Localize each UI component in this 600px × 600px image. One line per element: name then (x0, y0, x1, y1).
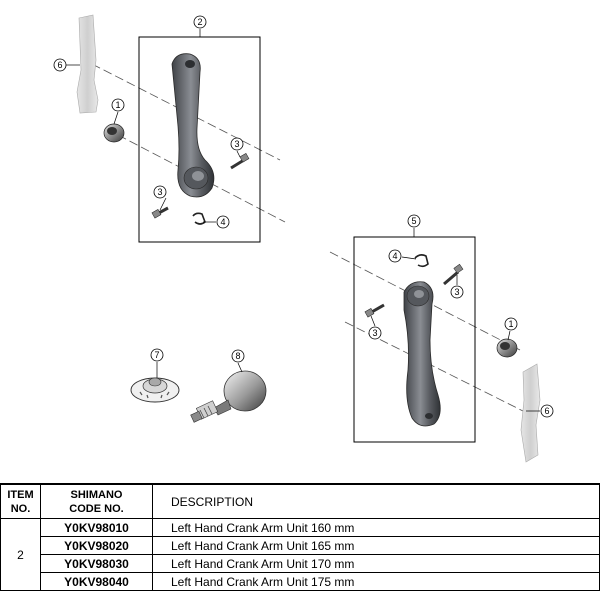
callout-3-c: 3 (450, 285, 464, 299)
description-cell: Left Hand Crank Arm Unit 160 mm (152, 518, 600, 537)
safety-clip-top (192, 212, 206, 225)
svg-text:6: 6 (544, 406, 549, 416)
pinch-bolt-d (364, 303, 385, 318)
callout-3-d: 3 (368, 326, 382, 340)
description-cell: Left Hand Crank Arm Unit 175 mm (152, 572, 600, 591)
description-cell: Left Hand Crank Arm Unit 170 mm (152, 554, 600, 573)
item-number: 2 (0, 518, 41, 591)
crank-arm-bottom (403, 281, 441, 427)
code-cell: Y0KV98010 (40, 518, 153, 537)
callout-1-top: 1 (111, 98, 125, 112)
install-tool-cap (130, 377, 180, 403)
callout-4-bottom: 4 (388, 249, 402, 263)
callout-5: 5 (407, 214, 421, 228)
svg-text:3: 3 (372, 328, 377, 338)
svg-text:3: 3 (157, 187, 162, 197)
crank-cap-bottom (496, 338, 518, 358)
callout-6-bottom: 6 (540, 404, 554, 418)
crank-arm-top (171, 53, 215, 198)
crank-cap-top (103, 123, 125, 143)
header-code-no: SHIMANO CODE NO. (40, 483, 153, 519)
install-tool-bolt (190, 370, 267, 423)
svg-text:1: 1 (508, 319, 513, 329)
callout-2: 2 (193, 15, 207, 29)
leader-lines (66, 29, 540, 412)
header-description: DESCRIPTION (152, 483, 600, 519)
table-row: Y0KV98040 Left Hand Crank Arm Unit 175 m… (1, 572, 600, 591)
table-row: Y0KV98030 Left Hand Crank Arm Unit 170 m… (1, 554, 600, 573)
exploded-parts-diagram: 1 2 6 3 3 4 5 4 3 3 1 6 7 8 (53, 14, 554, 463)
callout-3-b: 3 (153, 185, 167, 199)
frame-section-bottom (520, 363, 541, 463)
pinch-bolt-c (443, 263, 464, 286)
crank-arm-box-top (138, 36, 261, 243)
svg-text:3: 3 (454, 287, 459, 297)
callout-7: 7 (150, 348, 164, 362)
callout-1-bottom: 1 (504, 317, 518, 331)
svg-text:3: 3 (234, 139, 239, 149)
callout-4-top: 4 (216, 215, 230, 229)
table-row: 2 Y0KV98010 Left Hand Crank Arm Unit 160… (0, 518, 600, 591)
crank-arm-box-bottom (353, 236, 476, 443)
description-cell: Left Hand Crank Arm Unit 165 mm (152, 536, 600, 555)
svg-text:8: 8 (235, 351, 240, 361)
svg-text:6: 6 (57, 60, 62, 70)
callout-8: 8 (231, 349, 245, 363)
table-row: Y0KV98020 Left Hand Crank Arm Unit 165 m… (1, 536, 600, 555)
svg-text:4: 4 (392, 251, 397, 261)
code-cell: Y0KV98030 (40, 554, 153, 573)
callout-6-top: 6 (53, 58, 67, 72)
svg-text:1: 1 (115, 100, 120, 110)
svg-text:7: 7 (154, 350, 159, 360)
safety-clip-bottom (414, 254, 429, 268)
code-cell: Y0KV98040 (40, 572, 153, 591)
svg-text:4: 4 (220, 217, 225, 227)
pinch-bolt-b (151, 206, 169, 219)
svg-text:5: 5 (411, 216, 416, 226)
parts-table: ITEM NO. SHIMANO CODE NO. DESCRIPTION 2 … (0, 483, 600, 600)
frame-section-top (76, 14, 99, 114)
pinch-bolt-a (230, 153, 250, 170)
callout-3-a: 3 (230, 137, 244, 151)
header-item-no: ITEM NO. (0, 483, 41, 519)
code-cell: Y0KV98020 (40, 536, 153, 555)
svg-text:2: 2 (197, 17, 202, 27)
